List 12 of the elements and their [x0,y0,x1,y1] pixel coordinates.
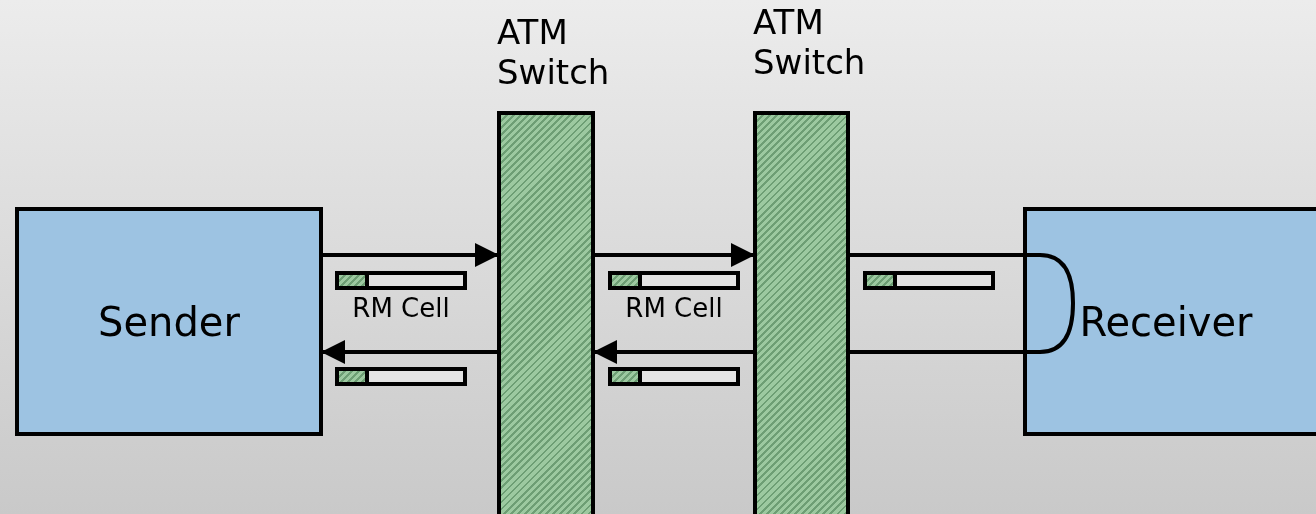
connector-arrow [321,340,497,364]
switch-title: ATM Switch [753,2,867,84]
endpoint-label: Receiver [1078,297,1254,347]
endpoint-box [15,207,323,436]
cell-label: RM Cell [624,293,724,323]
endpoint-label: Sender [98,297,240,347]
endpoint-box [1023,207,1316,436]
connector-arrow [323,243,499,267]
connector-arrow [595,243,755,267]
cell-label: RM Cell [351,293,451,323]
switch-title: ATM Switch [497,12,611,94]
connector-arrow [593,340,753,364]
